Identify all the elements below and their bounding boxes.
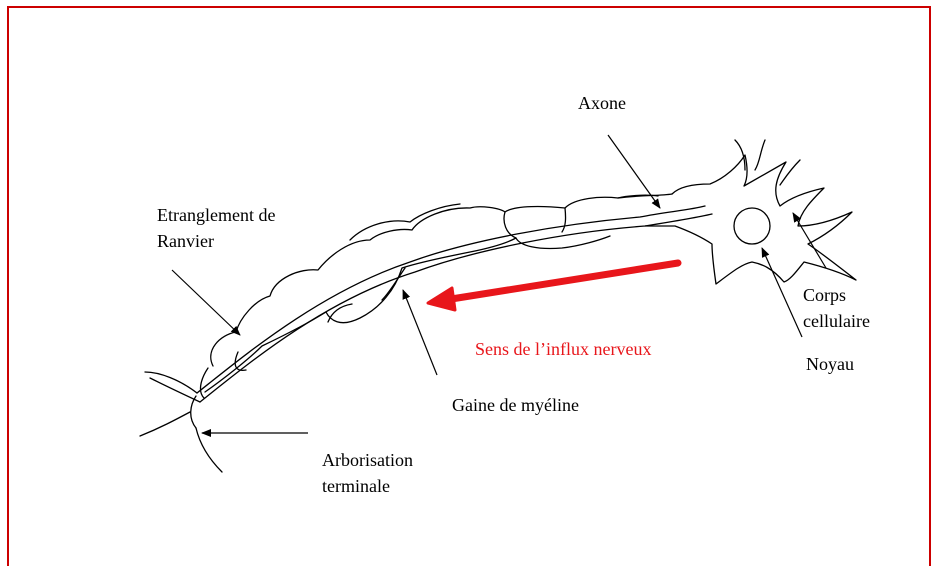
- ranvier-arrow: [172, 270, 240, 335]
- terminal-arborisation: [140, 372, 222, 472]
- etranglement-label-line1: Etranglement de: [157, 203, 275, 227]
- dendrite-upper: [735, 140, 800, 185]
- influx-arrow: [428, 263, 678, 310]
- etranglement-label-line2: Ranvier: [157, 229, 214, 253]
- nucleus: [734, 208, 770, 244]
- myelin-lumps-bottom: [191, 268, 405, 428]
- noyau-arrow: [762, 248, 802, 337]
- noyau-label: Noyau: [806, 352, 854, 376]
- corps-label-line1: Corps: [803, 283, 846, 307]
- corps-label-line2: cellulaire: [803, 309, 870, 333]
- axone-label: Axone: [578, 91, 626, 115]
- gaine-label: Gaine de myéline: [452, 393, 579, 417]
- corps-arrow: [793, 213, 826, 268]
- influx-direction-label: Sens de l’influx nerveux: [475, 337, 651, 361]
- arborisation-label-line1: Arborisation: [322, 448, 413, 472]
- arborisation-label-line2: terminale: [322, 474, 390, 498]
- myelin-sheath-lower: [205, 236, 610, 392]
- myelin-upper-contour: [350, 194, 672, 240]
